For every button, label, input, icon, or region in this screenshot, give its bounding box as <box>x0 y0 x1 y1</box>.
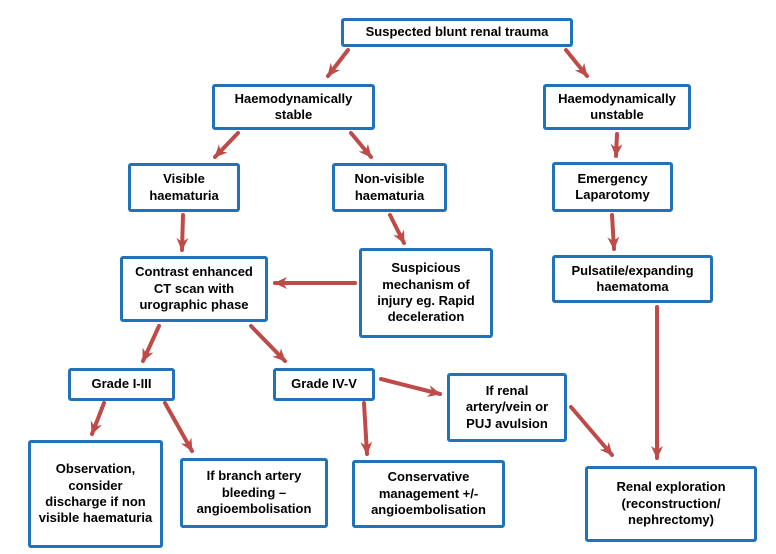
node-pulsatile-expanding-haematoma: Pulsatile/expanding haematoma <box>552 255 713 303</box>
node-conservative-management: Conservative management +/- angioembolis… <box>352 460 505 528</box>
edge-ct-to-grade45 <box>249 324 287 363</box>
edge-visible-to-ct <box>176 213 189 252</box>
edge-ct-to-grade13 <box>141 324 161 363</box>
node-grade-iv-v: Grade IV-V <box>273 368 375 401</box>
node-observation-consider-discharge: Observation, consider discharge if non v… <box>28 440 163 548</box>
edge-suspected-to-unstable <box>564 48 589 78</box>
edge-stable-to-nonvisible <box>349 131 373 159</box>
edge-nonvisible-to-suspicious <box>388 213 406 245</box>
node-suspicious-mechanism: Suspicious mechanism of injury eg. Rapid… <box>359 248 493 338</box>
node-emergency-laparotomy: Emergency Laparotomy <box>552 162 673 212</box>
node-renal-exploration: Renal exploration (reconstruction/ nephr… <box>585 466 757 542</box>
edge-grade13-to-ifbranch <box>163 401 194 453</box>
node-grade-i-iii: Grade I-III <box>68 368 175 401</box>
node-non-visible-haematuria: Non-visible haematuria <box>332 163 447 212</box>
edge-grade45-to-conservative <box>360 401 373 456</box>
node-branch-artery-angioembolisation: If branch artery bleeding – angioembolis… <box>180 458 328 528</box>
node-contrast-ct-urographic: Contrast enhanced CT scan with urographi… <box>120 256 268 322</box>
edge-stable-to-visible <box>213 131 240 159</box>
edge-unstable-to-emergency <box>610 132 623 158</box>
edge-grade45-to-ifrenal <box>379 377 442 397</box>
edge-emergency-to-pulsatile <box>607 213 620 251</box>
node-haemodynamically-unstable: Haemodynamically unstable <box>543 84 691 130</box>
node-suspected-blunt-renal-trauma: Suspected blunt renal trauma <box>341 18 573 47</box>
edge-ifrenal-to-renal <box>569 405 614 457</box>
edge-grade13-to-observation <box>90 401 106 436</box>
edge-suspected-to-stable <box>326 48 350 78</box>
node-renal-artery-vein-puj-avulsion: If renal artery/vein or PUJ avulsion <box>447 373 567 442</box>
node-haemodynamically-stable: Haemodynamically stable <box>212 84 375 130</box>
node-visible-haematuria: Visible haematuria <box>128 163 240 212</box>
